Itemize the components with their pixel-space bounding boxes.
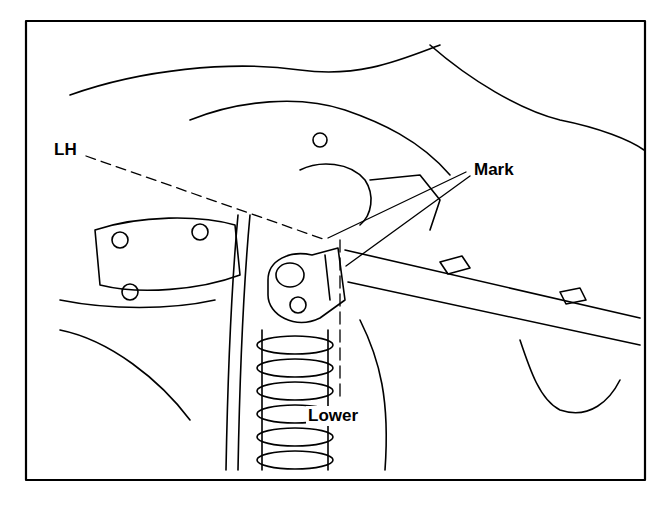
link-rod <box>348 282 640 345</box>
part-label: LH <box>52 140 79 160</box>
bushing-eye <box>276 263 304 287</box>
leader-line <box>346 176 470 266</box>
part-label: Lower <box>306 406 360 426</box>
hose <box>238 215 250 470</box>
bracket-outline <box>300 164 371 225</box>
bolt <box>192 224 208 240</box>
part-label: Mark <box>472 160 516 180</box>
rod-slot <box>560 288 586 304</box>
body-outline <box>430 45 644 150</box>
leader-line <box>86 156 326 240</box>
housing-outline <box>95 218 240 290</box>
bolt <box>313 133 327 147</box>
bolt <box>122 284 138 300</box>
hose <box>226 215 238 470</box>
body-outline <box>60 330 190 420</box>
coil-spring <box>257 336 333 469</box>
housing-outline <box>60 300 215 308</box>
bushing-edge <box>325 255 330 300</box>
reference-line <box>339 240 340 398</box>
frame-border <box>26 21 645 480</box>
bolt <box>112 232 128 248</box>
bracket-outline <box>370 175 440 230</box>
bushing-joint <box>268 248 345 322</box>
bushing-bolt <box>290 297 306 313</box>
body-outline <box>70 45 440 95</box>
link-rod <box>345 250 640 318</box>
clip <box>520 340 620 413</box>
rod-slot <box>440 256 470 274</box>
lower-arm <box>360 320 386 470</box>
leader-line <box>328 172 466 238</box>
